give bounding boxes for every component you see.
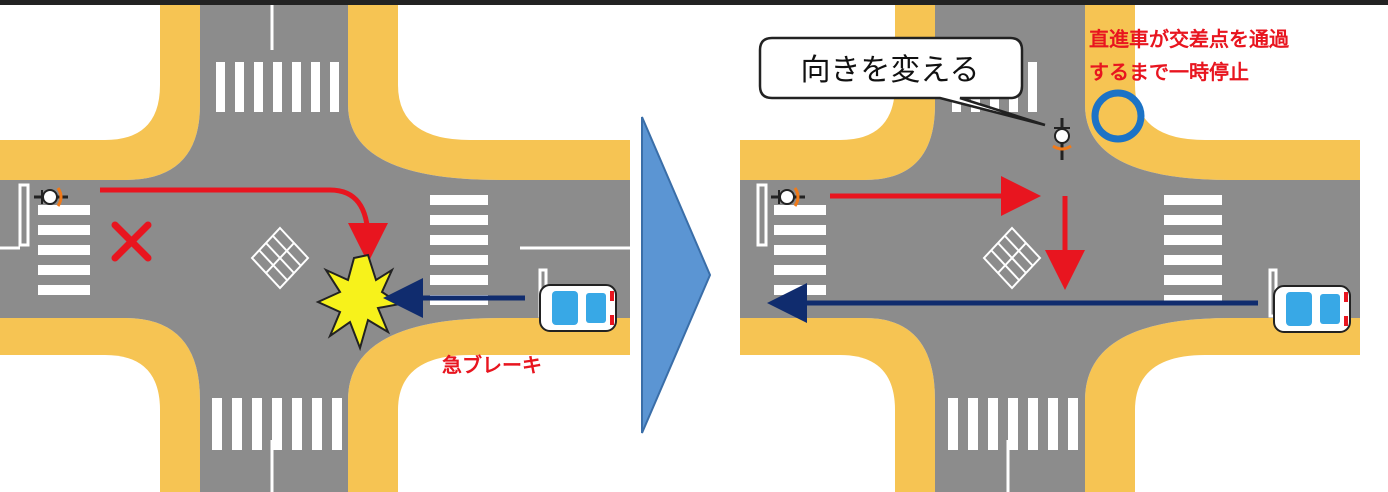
right-intersection-diagram: 向きを変える 直進車が交差点を通過 するまで一時停止 bbox=[740, 5, 1360, 492]
cyclist-path-arrow bbox=[100, 187, 388, 263]
ok-circle-icon bbox=[1091, 89, 1145, 143]
crosswalk-right bbox=[1164, 195, 1222, 305]
crosswalk-top bbox=[216, 62, 339, 112]
prohibited-x-icon bbox=[111, 221, 152, 262]
cyclist-turned-icon bbox=[1052, 118, 1072, 160]
speech-bubble-text: 向きを変える bbox=[800, 53, 979, 88]
top-border bbox=[0, 0, 1388, 5]
cyclist-icon bbox=[34, 187, 68, 207]
speech-bubble: 向きを変える bbox=[758, 36, 1046, 127]
stop-note-line2: するまで一時停止 bbox=[1089, 60, 1249, 84]
stop-note-line1: 直進車が交差点を通過 bbox=[1089, 27, 1290, 51]
cyclist-icon bbox=[771, 187, 805, 207]
car-icon bbox=[539, 284, 617, 332]
left-intersection-diagram: 急ブレーキ bbox=[0, 5, 630, 492]
car-icon bbox=[1273, 285, 1351, 333]
crosswalk-bottom bbox=[212, 398, 342, 450]
crosswalk-bottom bbox=[948, 398, 1078, 450]
crosswalk-left bbox=[38, 205, 90, 295]
transition-arrow bbox=[641, 116, 712, 434]
center-diamond-marking bbox=[250, 226, 310, 290]
sudden-brake-label: 急ブレーキ bbox=[442, 353, 542, 377]
center-diamond-marking bbox=[982, 226, 1042, 290]
